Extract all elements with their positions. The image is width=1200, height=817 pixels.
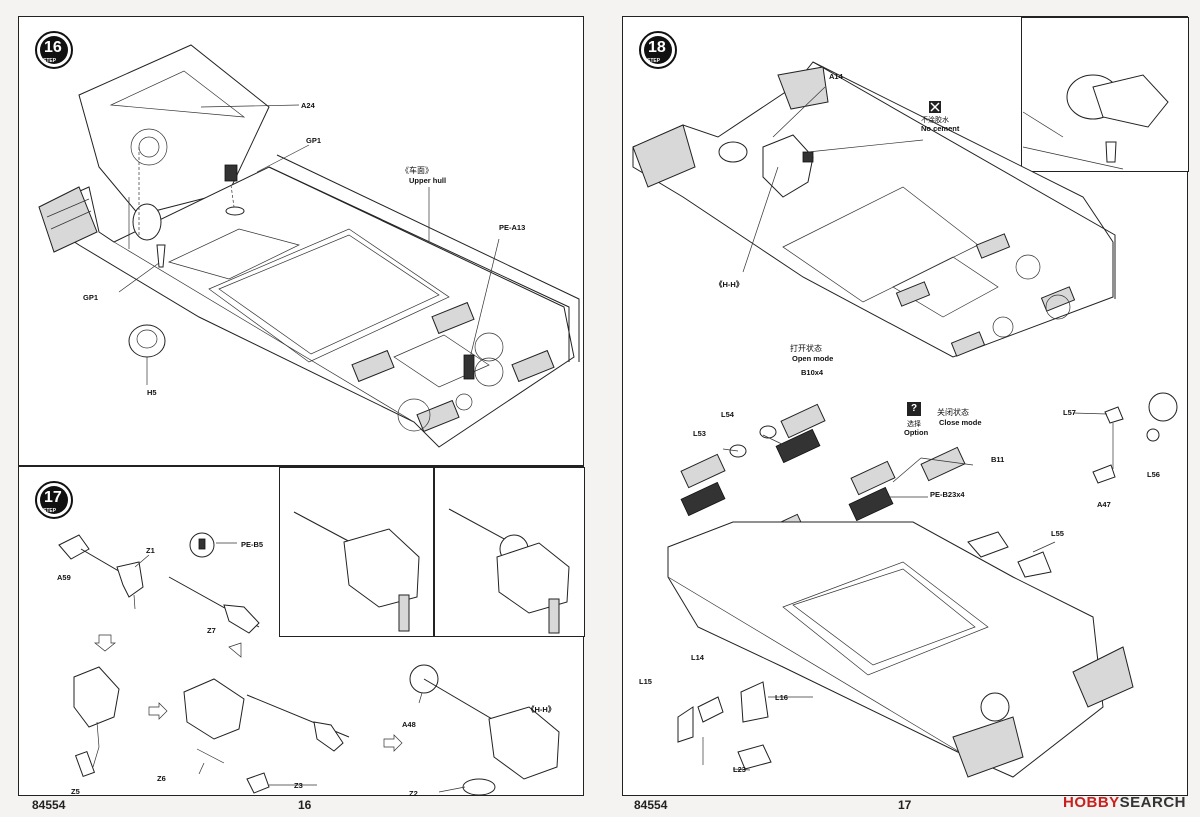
part-label-z2: Z2 [409, 789, 418, 798]
part-label-a24: A24 [301, 101, 315, 110]
upper-hull-label-cn: 《车面》 [401, 166, 433, 175]
gun-assembly-drawing [58, 508, 570, 796]
part-label-l15: L15 [639, 677, 652, 686]
option-icon: ? [911, 403, 918, 414]
no-cement-label-en: No cement [921, 124, 960, 133]
part-label-a59: A59 [57, 573, 71, 582]
model-number-right: 84554 [634, 798, 668, 812]
open-mode-label-en: Open mode [792, 354, 834, 363]
step-18-badge [639, 31, 677, 69]
part-label-z7: Z7 [207, 626, 216, 635]
part-label-z5: Z5 [71, 787, 80, 796]
step-17-panel: 17 STEP [18, 466, 585, 798]
part-label-gp1-left: GP1 [83, 293, 99, 302]
part-label-pe-b5: PE-B5 [241, 540, 264, 549]
page-number-right: 17 [898, 798, 912, 812]
instruction-page-right: 18 STEP [622, 16, 1189, 812]
watermark-suffix: SEARCH [1119, 794, 1186, 811]
part-label-z3: Z3 [294, 781, 303, 790]
part-label-b11: B11 [991, 455, 1005, 464]
part-label-l56: L56 [1147, 470, 1160, 479]
part-label-gp1-top: GP1 [306, 136, 322, 145]
hobbysearch-watermark: HOBBYSEARCH [1063, 794, 1186, 811]
option-label-en: Option [904, 428, 929, 437]
no-cement-label-cn: 不涂胶水 [921, 116, 949, 124]
part-label-l16: L16 [775, 693, 788, 702]
upper-hull-label-en: Upper hull [409, 176, 447, 185]
part-label-l53: L53 [693, 429, 706, 438]
watermark-prefix: HOBBY [1062, 794, 1120, 811]
open-mode-label-cn: 打开状态 [790, 344, 822, 353]
upper-hull-drawing [38, 44, 580, 448]
step-18-panel: 18 STEP [622, 16, 1189, 796]
part-label-a14: A14 [829, 72, 843, 81]
step-17-badge [35, 481, 73, 519]
part-label-l55: L55 [1051, 529, 1064, 538]
part-label-h5: H5 [147, 388, 157, 397]
step-18-word: STEP [647, 58, 661, 64]
step-16-badge [35, 31, 73, 69]
hull-assembly-drawing [632, 61, 1178, 778]
instruction-page-left: 16 STEP [18, 16, 585, 812]
part-label-a47: A47 [1097, 500, 1111, 509]
step-17-number: 17 [44, 489, 62, 506]
section-label-hh-left: 《H-H》 [527, 705, 556, 714]
part-label-l23: L23 [733, 765, 746, 774]
step-17-word: STEP [43, 508, 57, 514]
close-mode-label-cn: 关闭状态 [937, 408, 969, 417]
option-label-cn: 选择 [907, 420, 921, 428]
section-label-hh-right: 《H-H》 [715, 280, 744, 289]
step-16-number: 16 [44, 39, 62, 56]
part-label-pe-a13: PE-A13 [499, 223, 526, 232]
part-label-l54: L54 [721, 410, 734, 419]
part-label-l57: L57 [1063, 408, 1076, 417]
part-label-z6: Z6 [157, 774, 166, 783]
page-number-left: 16 [298, 798, 312, 812]
step-18-number: 18 [648, 39, 666, 56]
part-label-z1: Z1 [146, 546, 155, 555]
step-16-panel: 16 STEP [18, 16, 584, 466]
part-label-l14: L14 [691, 653, 704, 662]
step-16-word: STEP [43, 58, 57, 64]
part-label-a48: A48 [402, 720, 416, 729]
part-label-b10x4: B10x4 [801, 368, 824, 377]
model-number-left: 84554 [32, 798, 66, 812]
part-label-pe-b23x4: PE-B23x4 [930, 490, 965, 499]
close-mode-label-en: Close mode [939, 418, 982, 427]
